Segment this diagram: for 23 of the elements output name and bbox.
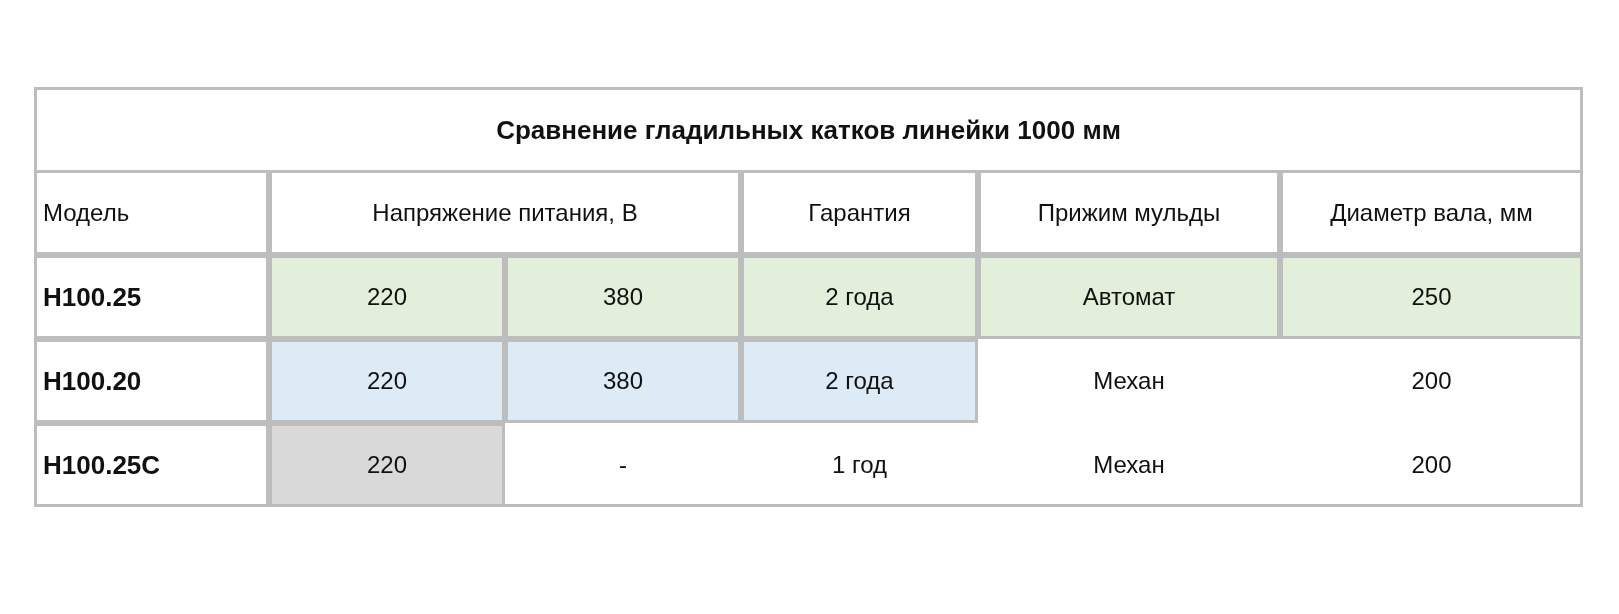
- table-cell: Автомат: [978, 255, 1280, 339]
- table-cell: 220: [269, 339, 505, 423]
- table-cell: 2 года: [741, 339, 978, 423]
- table-cell: 380: [505, 255, 741, 339]
- row-header: H100.25: [34, 255, 269, 339]
- table-cell: 380: [505, 339, 741, 423]
- column-header: Диаметр вала, мм: [1280, 170, 1583, 255]
- table-cell-text: 200: [1410, 450, 1453, 480]
- table-cell-text: Механ: [1092, 366, 1166, 396]
- table-cell: 250: [1280, 255, 1583, 339]
- table-cell: 220: [269, 255, 505, 339]
- table-cell-text: 1 год: [830, 450, 889, 480]
- column-header: Напряжение питания, В: [269, 170, 741, 255]
- table-cell-text: Механ: [1092, 450, 1166, 480]
- table-cell: 2 года: [741, 255, 978, 339]
- row-header: H100.20: [34, 339, 269, 423]
- column-header: Прижим мульды: [978, 170, 1280, 255]
- column-header: Гарантия: [741, 170, 978, 255]
- row-header: H100.25C: [34, 423, 269, 507]
- table-cell-text: -: [618, 450, 628, 480]
- table-cell-text: 200: [1410, 366, 1453, 396]
- column-header: Модель: [34, 170, 269, 255]
- table-cell: 220: [269, 423, 505, 507]
